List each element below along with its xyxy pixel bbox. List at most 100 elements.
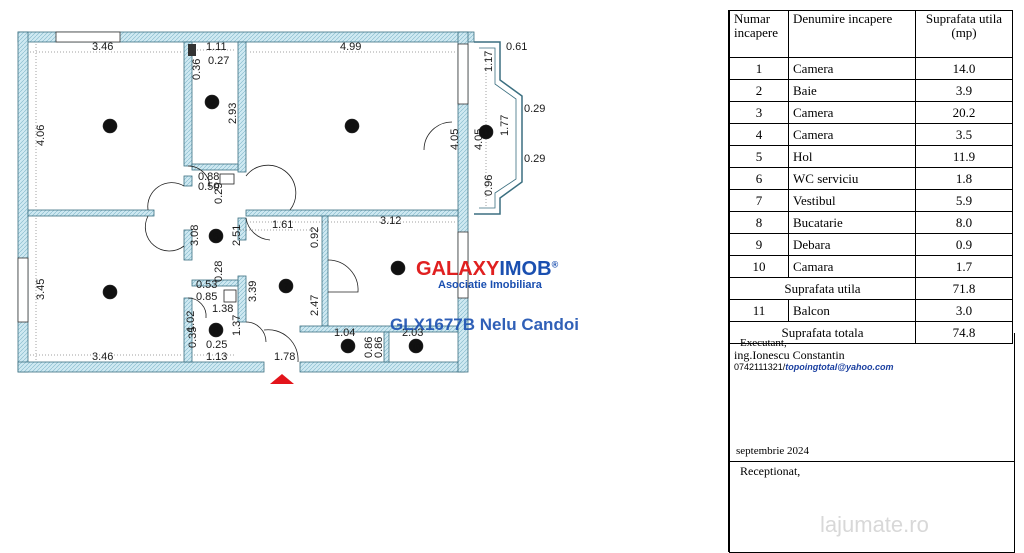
agent-code: GLX1677B Nelu Candoi [390,315,579,334]
room-number-cell: 9 [729,233,789,256]
room-name-cell: Camera [788,101,916,124]
header-number: Numar incapere [729,10,789,58]
site-watermark: lajumate.ro [820,512,929,537]
galaxyimob-logo: GALAXYIMOB® Asociatie Imobiliara [416,258,558,291]
dim-label: 2.93 [227,103,239,124]
utila-label: Suprafata utila [729,277,916,300]
room-number-cell: 4 [729,123,789,146]
utila-row: Suprafata utila 71.8 [729,277,1013,300]
logo-reg-mark: ® [551,259,559,270]
dimension-lines [30,44,487,360]
room-numbers [102,94,494,354]
dim-label: 1.04 [334,327,355,339]
dim-label: 3.39 [247,281,259,302]
executant-phone: 0742111321/ [734,362,786,372]
room-area-cell: 20.2 [915,101,1013,124]
dim-label: 1.11 [206,41,227,53]
dim-label: 1.38 [212,303,233,315]
room-name-cell: Baie [788,79,916,102]
room-label: 8 [395,263,401,275]
room-number-cell: 1 [729,57,789,80]
room-number-cell: 10 [729,255,789,278]
room-number-cell: 5 [729,145,789,168]
dim-label: 1.17 [483,51,495,72]
dim-label: 2.51 [231,225,243,246]
dim-label: 0.86 [363,337,375,358]
dim-label: 1.02 [185,311,197,332]
dim-label: 4.06 [35,125,47,146]
room-name-cell: Debara [788,233,916,256]
room-area-cell: 11.9 [915,145,1013,168]
room-label: 5 [213,231,219,243]
balcon-number: 11 [729,299,789,322]
logo-brand-b: IMOB [499,258,552,280]
room-number-cell: 6 [729,167,789,190]
dim-label: 3.45 [35,279,47,300]
dim-label: 0.53 [196,279,217,291]
executant-block: Executant, ing.Ionescu Constantin 074211… [734,337,894,373]
dim-label: 4.05 [449,129,461,150]
dim-label: 0.96 [483,175,495,196]
dim-label: 0.88 [198,171,219,183]
logo-brand-a: GALAXY [416,258,500,280]
balcon-area: 3.0 [915,299,1013,322]
dim-label: 1.13 [206,351,227,363]
room-label: 2 [209,97,215,109]
dim-label: 0.29 [524,103,545,115]
executant-name: ing.Ionescu Constantin [734,348,845,362]
totala-row: Suprafata totala 74.8 [729,321,1013,344]
dim-label: 0.50 [198,181,219,193]
dim-label: 1.78 [274,351,295,363]
dim-label: 3.46 [92,41,113,53]
room-label: 1 [107,121,113,133]
dim-label: 0.85 [196,291,217,303]
separator [730,461,1014,462]
signature-block: Executant, ing.Ionescu Constantin 074211… [729,333,1015,553]
balcon-row: 11 Balcon 3.0 [729,299,1013,322]
dim-label: 0.29 [213,183,225,204]
room-name-cell: WC serviciu [788,167,916,190]
room-area-cell: 1.8 [915,167,1013,190]
room-number-cell: 8 [729,211,789,234]
room-label: 9 [345,341,351,353]
room-table: Numar incapere Denumire incapere Suprafa… [729,10,1013,344]
executant-label: Executant, [740,337,787,349]
dim-label: 0.27 [208,55,229,67]
room-number-cell: 3 [729,101,789,124]
dim-label: 0.25 [206,339,227,351]
room-name-cell: Hol [788,145,916,168]
dim-label: 0.36 [191,59,203,80]
dimension-labels: 3.46 1.11 0.27 0.36 2.93 4.99 0.61 1.17 … [35,41,545,363]
room-label: 4 [107,287,113,299]
dim-label: 2.03 [402,327,423,339]
room-label: 6 [213,325,219,337]
room-label: 3 [349,121,355,133]
document-date: septembrie 2024 [736,445,810,457]
room-label: 10 [411,342,421,352]
dim-label: 0.61 [506,41,527,53]
dim-label: 3.12 [380,215,401,227]
dim-label: 3.46 [92,351,113,363]
dim-label: 0.92 [309,227,321,248]
room-area-cell: 0.9 [915,233,1013,256]
room-table-panel: Numar incapere Denumire incapere Suprafa… [728,10,1024,553]
door-swings [144,121,453,363]
receptionat-label: Receptionat, [740,464,801,478]
balcony-outline [474,41,523,215]
dim-label: 0.29 [524,153,545,165]
room-name-cell: Camera [788,123,916,146]
dim-label: 3.08 [189,225,201,246]
totala-value: 74.8 [915,321,1013,344]
dim-label: 1.61 [272,219,293,231]
executant-email: topoingtotal@yahoo.com [785,362,894,372]
room-area-cell: 5.9 [915,189,1013,212]
balcon-name: Balcon [788,299,916,322]
